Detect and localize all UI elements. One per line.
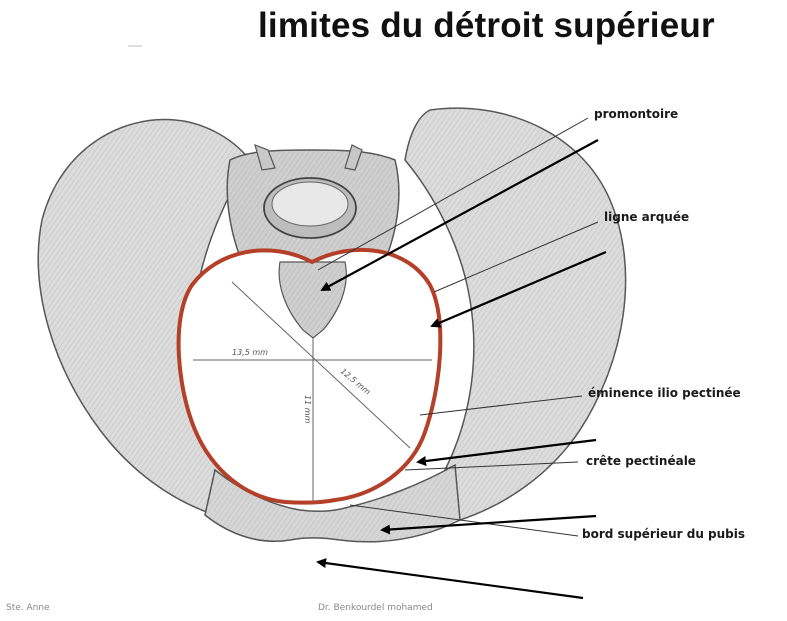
anteroposterior-measure: 11 mm (303, 395, 312, 424)
label-promontoire: promontoire (594, 107, 678, 121)
transverse-measure: 13,5 mm (232, 348, 268, 357)
label-crete: crête pectinéale (586, 454, 696, 468)
label-eminence: éminence ilio pectinée (588, 386, 741, 400)
footer-center: Dr. Benkourdel mohamed (318, 603, 433, 613)
footer-left: Ste. Anne (6, 603, 50, 613)
arrow-bord-pubis (318, 562, 583, 598)
label-ligne-arquee: ligne arquée (604, 210, 689, 224)
label-bord-pubis: bord supérieur du pubis (582, 527, 745, 541)
